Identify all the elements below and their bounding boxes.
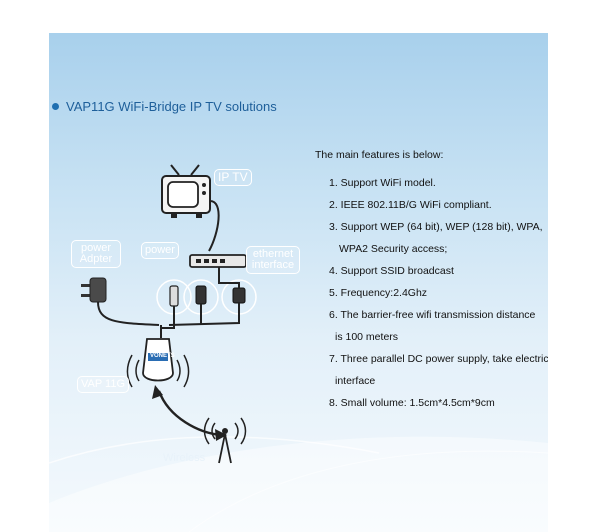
power-label: power xyxy=(141,242,179,259)
ethernet-switch-icon xyxy=(189,254,247,268)
power-adapter-label: power Adpter xyxy=(71,240,121,268)
feature-item: 2. IEEE 802.11B/G WiFi compliant. xyxy=(315,194,547,216)
bullet-dot-icon xyxy=(52,103,59,110)
network-diagram xyxy=(49,164,548,532)
content-panel: VAP11G WiFi-Bridge IP TV solutions xyxy=(49,33,548,532)
device-brand-label: VONETS xyxy=(150,353,175,359)
wireless-tower-icon xyxy=(203,417,247,464)
feature-item-line1: 2. IEEE 802.11B/G WiFi compliant. xyxy=(329,199,492,211)
feature-item-line1: 7. Three parallel DC power supply, take … xyxy=(329,353,548,365)
feature-item-line2: is 100 meters xyxy=(335,331,399,343)
ethernet-label-line1: ethernet xyxy=(252,248,294,260)
wireless-label: Wireless xyxy=(163,452,206,464)
section-title: VAP11G WiFi-Bridge IP TV solutions xyxy=(66,99,277,114)
feature-item: 8. Small volume: 1.5cm*4.5cm*9cm xyxy=(315,392,547,414)
ethernet-label-line2: interface xyxy=(251,259,295,271)
iptv-label: IP TV xyxy=(214,169,252,186)
ethernet-interface-label: ethernet interface xyxy=(246,246,300,274)
power-adapter-label-line2: Adpter xyxy=(79,253,113,265)
feature-item-line1: 3. Support WEP (64 bit), WEP (128 bit), … xyxy=(329,221,543,233)
wireless-link-arrow-icon xyxy=(152,385,227,441)
tv-icon xyxy=(161,164,211,218)
feature-item-line1: 4. Support SSID broadcast xyxy=(329,265,454,277)
feature-item-line1: 6. The barrier-free wifi transmission di… xyxy=(329,309,536,321)
feature-item: 5. Frequency:2.4Ghz xyxy=(315,282,547,304)
power-adapter-label-line1: power xyxy=(81,242,111,254)
power-adapter-icon xyxy=(81,277,160,326)
feature-item: 1. Support WiFi model. xyxy=(315,172,547,194)
feature-item: 3. Support WEP (64 bit), WEP (128 bit), … xyxy=(315,216,547,260)
feature-item-line1: 1. Support WiFi model. xyxy=(329,177,436,189)
device-label: VAP 11G xyxy=(77,376,130,393)
vap11g-device-icon xyxy=(126,338,190,388)
section-header: VAP11G WiFi-Bridge IP TV solutions xyxy=(52,99,277,114)
features-list: The main features is below: 1. Support W… xyxy=(315,149,548,414)
feature-item-line2: interface xyxy=(335,375,376,387)
feature-item: 7. Three parallel DC power supply, take … xyxy=(315,348,548,392)
features-heading: The main features is below: xyxy=(315,149,444,161)
feature-item: 6. The barrier-free wifi transmission di… xyxy=(315,304,547,348)
feature-items: 1. Support WiFi model. 2. IEEE 802.11B/G … xyxy=(315,172,548,414)
feature-item-line1: 8. Small volume: 1.5cm*4.5cm*9cm xyxy=(329,397,495,409)
feature-item-line1: 5. Frequency:2.4Ghz xyxy=(329,287,428,299)
feature-item: 4. Support SSID broadcast xyxy=(315,260,547,282)
feature-item-line2: WPA2 Security access; xyxy=(339,243,448,255)
